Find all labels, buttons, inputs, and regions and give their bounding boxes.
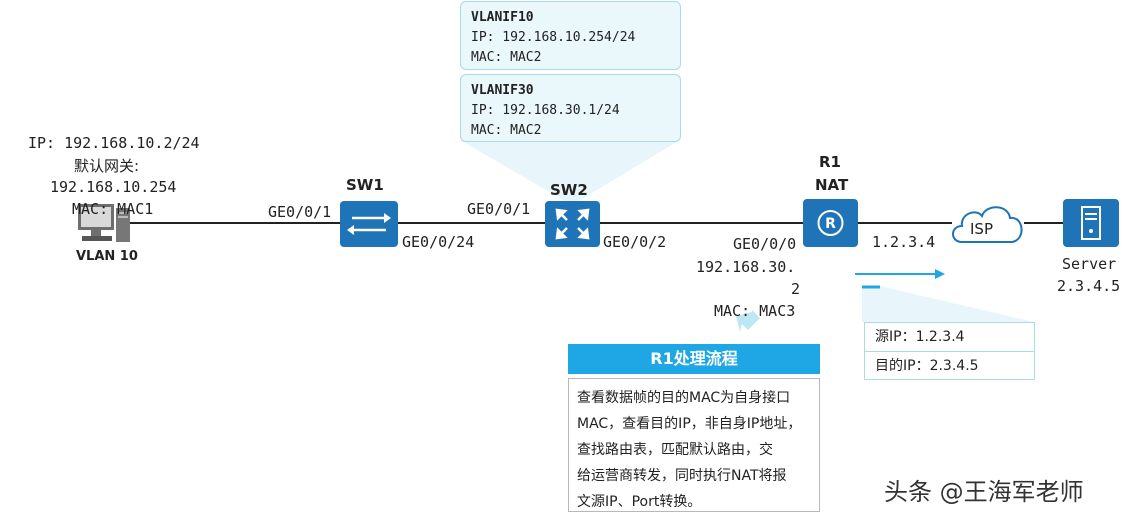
packet-beam: [862, 286, 1034, 322]
packet-src-ip: 源IP：1.2.3.4: [875, 329, 965, 345]
r1-port: GE0/0/0: [733, 235, 797, 253]
packet-header-table: 源IP：1.2.3.4 目的IP：2.3.4.5: [864, 322, 1035, 380]
server-device: [1063, 199, 1119, 247]
vlanif30-title: VLANIF30: [471, 83, 534, 98]
r1-name: R1: [819, 153, 841, 171]
process-title: R1处理流程: [568, 344, 820, 374]
process-pointer-icon: [736, 310, 760, 332]
isp-cloud: ISP: [948, 200, 1028, 250]
direction-arrowhead-icon: [935, 269, 945, 279]
pc-ip: IP: 192.168.10.2/24: [28, 134, 200, 152]
r1-mac: MAC: MAC3: [714, 302, 796, 320]
sw1-port-right: GE0/0/24: [402, 233, 475, 251]
vlanif30-ip: IP: 192.168.30.1/24: [471, 103, 620, 118]
sw2-port-right: GE0/0/2: [603, 233, 667, 251]
watermark: 头条 @王海军老师: [884, 478, 1084, 506]
pc-mac: MAC: MAC1: [72, 200, 154, 218]
vlanif10-box: VLANIF10 IP: 192.168.10.254/24 MAC: MAC2: [460, 1, 681, 70]
pc-host: [76, 204, 132, 246]
packet-dst-ip: 目的IP：2.3.4.5: [865, 351, 1034, 380]
pc-gateway-label: 默认网关:: [74, 157, 140, 175]
server-ip: 2.3.4.5: [1057, 277, 1121, 295]
vlanif30-box: VLANIF30 IP: 192.168.30.1/24 MAC: MAC2: [460, 74, 681, 142]
vlanif10-ip: IP: 192.168.10.254/24: [471, 30, 636, 45]
pc-icon: [78, 204, 130, 242]
sw1-name: SW1: [346, 176, 384, 194]
process-line: 查找路由表，匹配默认路由，交: [577, 442, 773, 458]
process-body: 查看数据帧的目的MAC为自身接口 MAC，查看目的IP，非自身IP地址， 查找路…: [568, 378, 820, 512]
server-icon: [1063, 199, 1119, 247]
sw2-port-left: GE0/0/1: [467, 200, 531, 218]
pc-gateway: 192.168.10.254: [50, 178, 177, 196]
process-line: 文源IP、Port转换。: [577, 494, 702, 510]
process-line: MAC，查看目的IP，非自身IP地址，: [577, 416, 802, 432]
vlanif-beam: [460, 140, 680, 205]
r1-wan-ip: 1.2.3.4: [872, 233, 936, 251]
sw1-port-left: GE0/0/1: [268, 203, 332, 221]
cloud-icon: [952, 206, 1023, 243]
process-line: 给运营商转发，同时执行NAT将报: [577, 468, 787, 484]
switch-icon: [340, 201, 398, 247]
process-line: 查看数据帧的目的MAC为自身接口: [577, 390, 791, 406]
r1-ip-line2: 2: [791, 280, 801, 298]
server-label: Server: [1062, 255, 1117, 273]
pc-vlan: VLAN 10: [76, 249, 138, 264]
sw2-name: SW2: [550, 181, 588, 199]
router-icon: R: [803, 199, 858, 247]
sw2-device: [545, 201, 600, 247]
r1-device: R: [803, 199, 858, 247]
vlanif10-title: VLANIF10: [471, 10, 534, 25]
r1-nat: NAT: [815, 176, 849, 194]
sw1-device: [340, 201, 398, 247]
vlanif10-mac: MAC: MAC2: [471, 50, 542, 65]
vlanif30-mac: MAC: MAC2: [471, 123, 542, 138]
r1-ip-line1: 192.168.30.: [696, 258, 796, 276]
l3-switch-icon: [545, 201, 600, 247]
svg-text:R: R: [825, 216, 836, 232]
isp-label: ISP: [970, 220, 993, 238]
